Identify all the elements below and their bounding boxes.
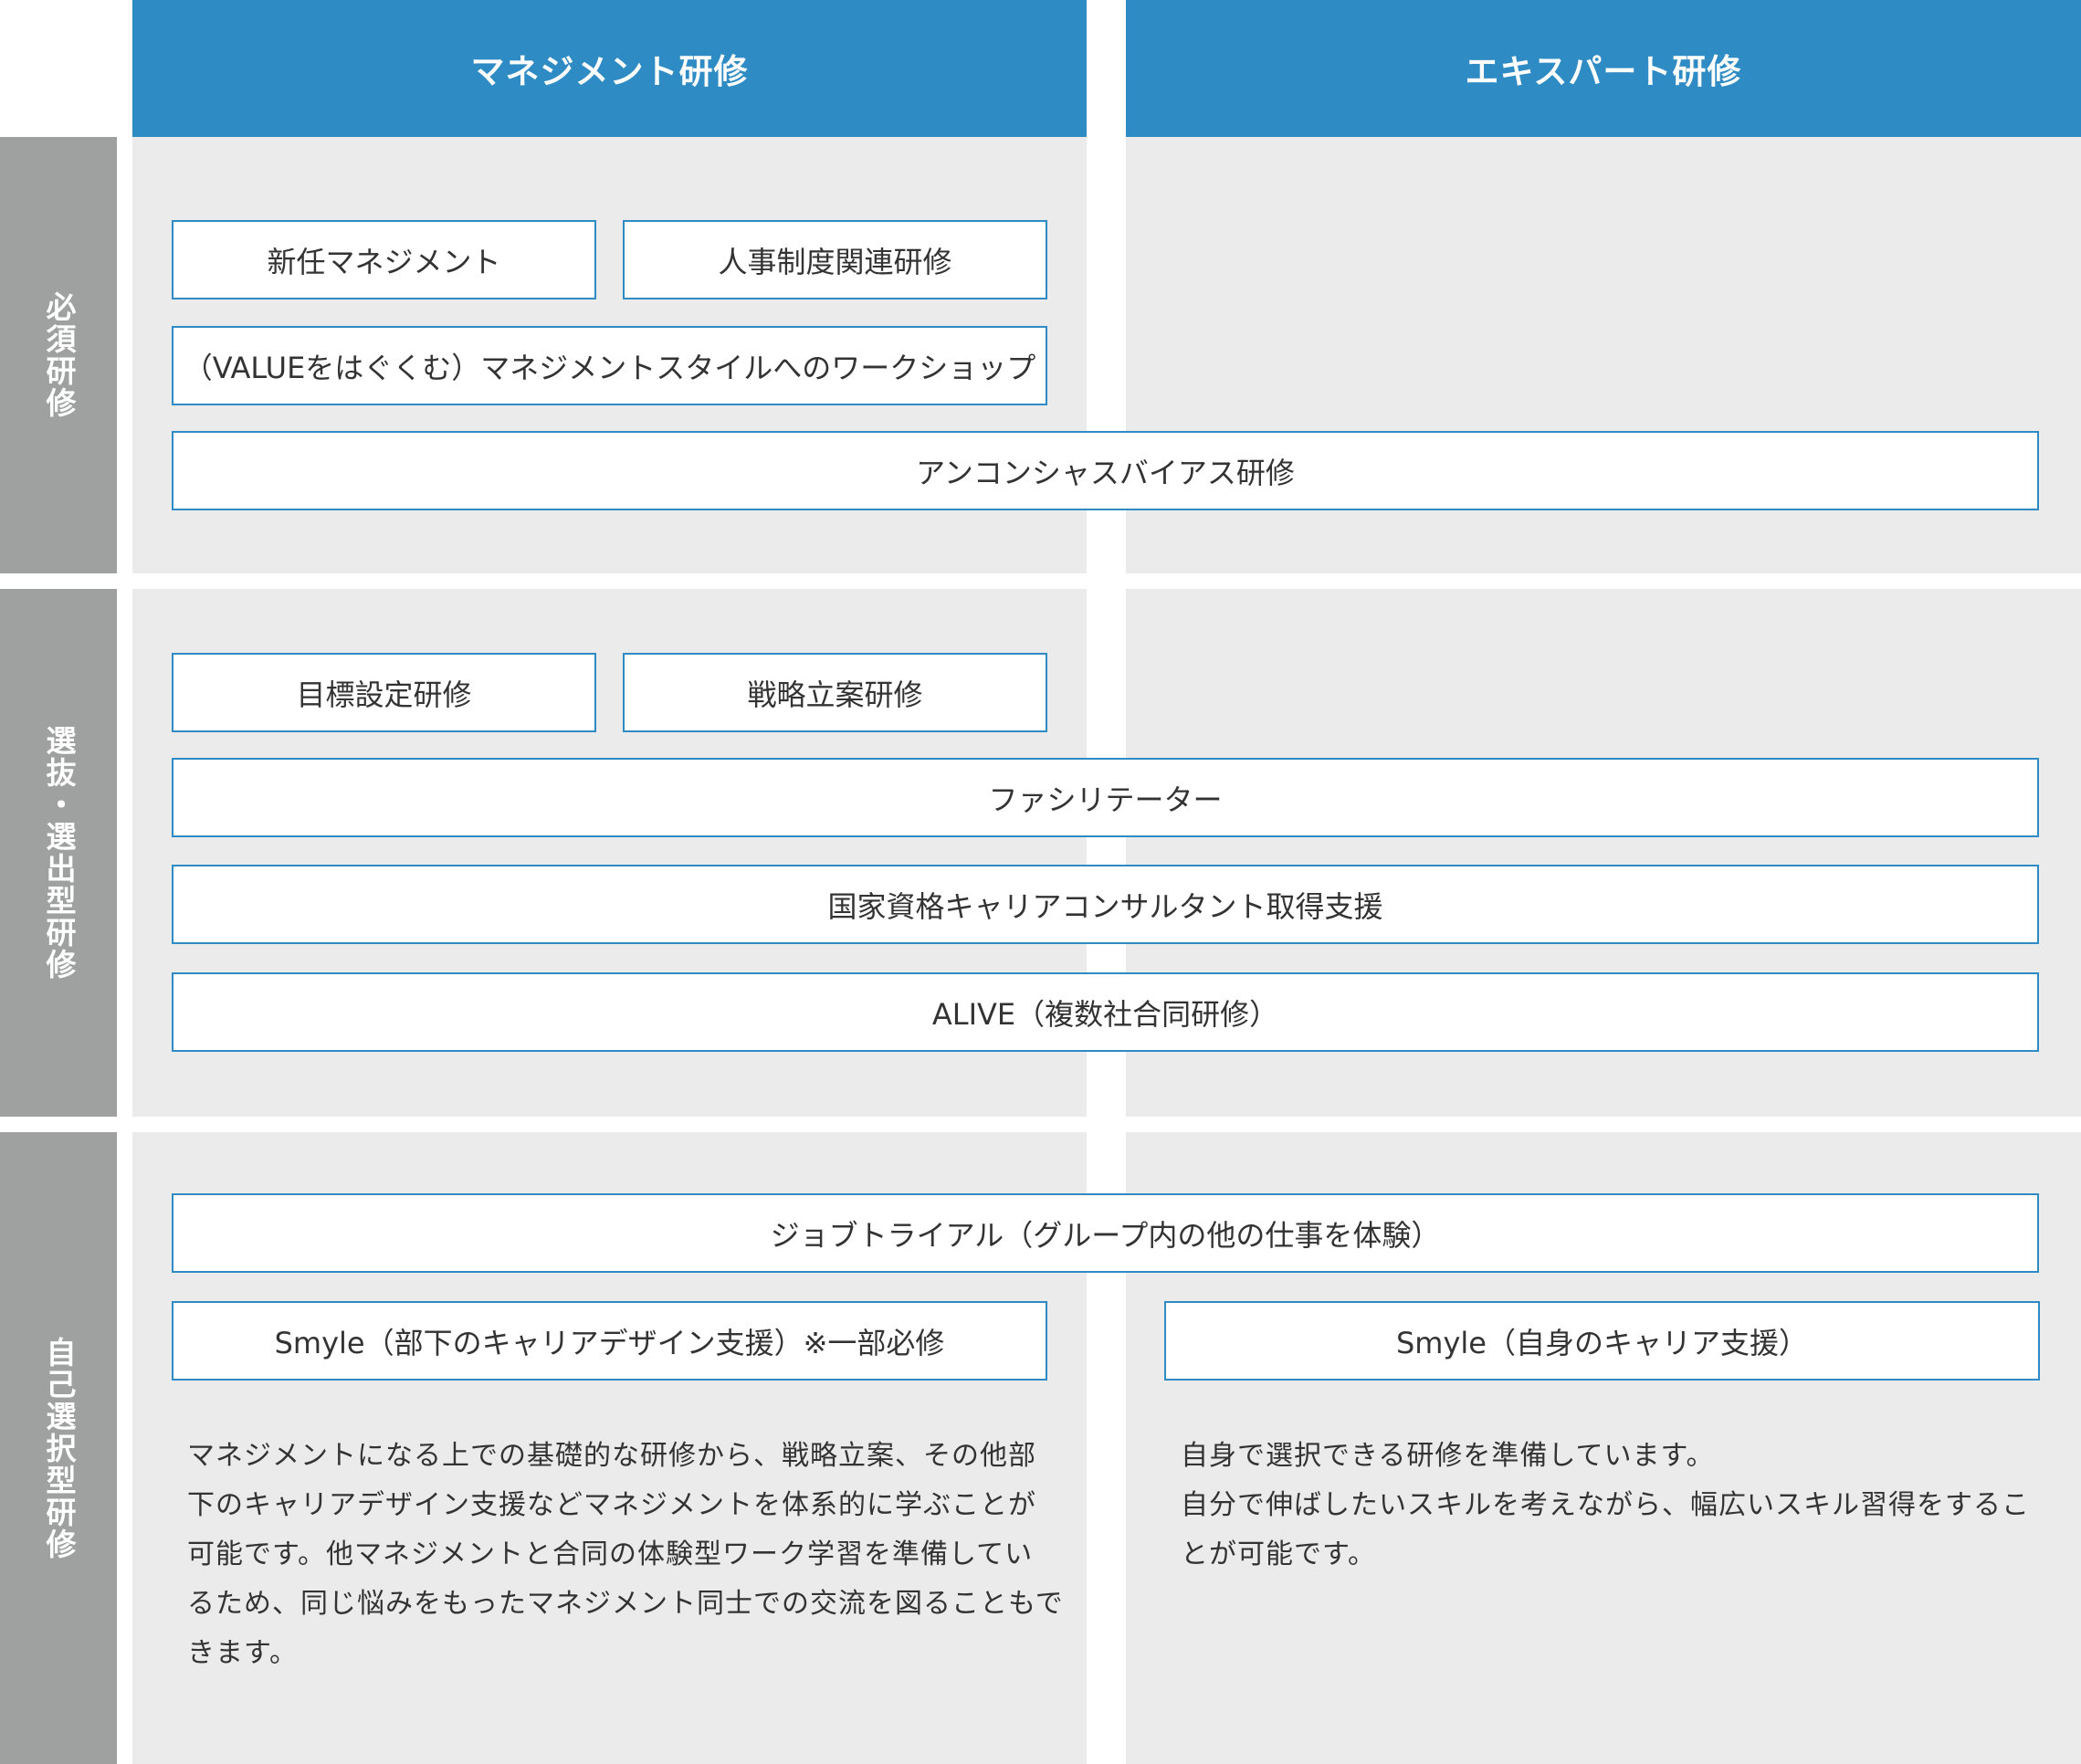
description-management-line: マネジメントになる上での基礎的な研修から、戦略立案、その他部 bbox=[187, 1440, 1036, 1472]
box-new-management-label: 新任マネジメント bbox=[267, 244, 501, 279]
header-expert: エキスパート研修 bbox=[1126, 0, 2081, 137]
box-hr-system: 人事制度関連研修 bbox=[623, 220, 1047, 299]
description-management-line: るため、同じ悩みをもったマネジメント同士での交流を図ることもで bbox=[187, 1588, 1064, 1620]
box-smyle-self: Smyle（自身のキャリア支援） bbox=[1164, 1301, 2040, 1381]
description-expert-line: とが可能です。 bbox=[1181, 1538, 1376, 1570]
header-expert-label: エキスパート研修 bbox=[1465, 52, 1742, 91]
row-label-required: 必須研修 bbox=[0, 137, 117, 573]
row-label-selection: 選抜・選出型研修 bbox=[0, 589, 117, 1117]
box-alive-label: ALIVE（複数社合同研修） bbox=[931, 996, 1279, 1032]
box-goal-setting-label: 目標設定研修 bbox=[296, 677, 472, 712]
description-management-line: 可能です。他マネジメントと合同の体験型ワーク学習を準備してい bbox=[187, 1538, 1034, 1570]
row-label-self-text: 自己選択型研修 bbox=[41, 1336, 77, 1560]
box-facilitator: ファシリテーター bbox=[172, 758, 2039, 837]
box-goal-setting: 目標設定研修 bbox=[172, 653, 596, 732]
description-expert: 自身で選択できる研修を準備しています。 自分で伸ばしたいスキルを考えながら、幅広… bbox=[1181, 1432, 2057, 1580]
description-expert-line: 自分で伸ばしたいスキルを考えながら、幅広いスキル習得をするこ bbox=[1181, 1489, 2030, 1521]
header-management: マネジメント研修 bbox=[132, 0, 1087, 137]
box-strategy: 戦略立案研修 bbox=[623, 653, 1047, 732]
box-career-consultant: 国家資格キャリアコンサルタント取得支援 bbox=[172, 865, 2039, 944]
header-management-label: マネジメント研修 bbox=[470, 52, 749, 91]
box-smyle-subordinate-label: Smyle（部下のキャリアデザイン支援）※一部必修 bbox=[274, 1325, 945, 1360]
description-expert-line: 自身で選択できる研修を準備しています。 bbox=[1181, 1440, 1715, 1472]
row-label-selection-text: 選抜・選出型研修 bbox=[41, 725, 77, 981]
row-label-required-text: 必須研修 bbox=[41, 291, 77, 419]
box-smyle-self-label: Smyle（自身のキャリア支援） bbox=[1395, 1325, 1808, 1360]
description-management-line: きます。 bbox=[187, 1637, 298, 1669]
box-smyle-subordinate: Smyle（部下のキャリアデザイン支援）※一部必修 bbox=[172, 1301, 1047, 1381]
box-unconscious-bias: アンコンシャスバイアス研修 bbox=[172, 431, 2039, 510]
description-management: マネジメントになる上での基礎的な研修から、戦略立案、その他部 下のキャリアデザイ… bbox=[187, 1432, 1064, 1678]
box-facilitator-label: ファシリテーター bbox=[988, 782, 1223, 817]
row-label-self: 自己選択型研修 bbox=[0, 1132, 117, 1764]
box-alive: ALIVE（複数社合同研修） bbox=[172, 972, 2039, 1052]
box-strategy-label: 戦略立案研修 bbox=[747, 677, 923, 712]
description-management-line: 下のキャリアデザイン支援などマネジメントを体系的に学ぶことが bbox=[187, 1489, 1036, 1521]
box-new-management: 新任マネジメント bbox=[172, 220, 596, 299]
box-hr-system-label: 人事制度関連研修 bbox=[718, 244, 952, 279]
box-career-consultant-label: 国家資格キャリアコンサルタント取得支援 bbox=[827, 888, 1383, 924]
box-value-workshop: （VALUEをはぐくむ）マネジメントスタイルへのワークショップ bbox=[172, 326, 1047, 405]
box-job-trial: ジョブトライアル（グループ内の他の仕事を体験） bbox=[172, 1193, 2039, 1273]
box-job-trial-label: ジョブトライアル（グループ内の他の仕事を体験） bbox=[770, 1217, 1441, 1253]
box-value-workshop-label: （VALUEをはぐくむ）マネジメントスタイルへのワークショップ bbox=[183, 350, 1036, 385]
box-unconscious-bias-label: アンコンシャスバイアス研修 bbox=[916, 455, 1295, 490]
